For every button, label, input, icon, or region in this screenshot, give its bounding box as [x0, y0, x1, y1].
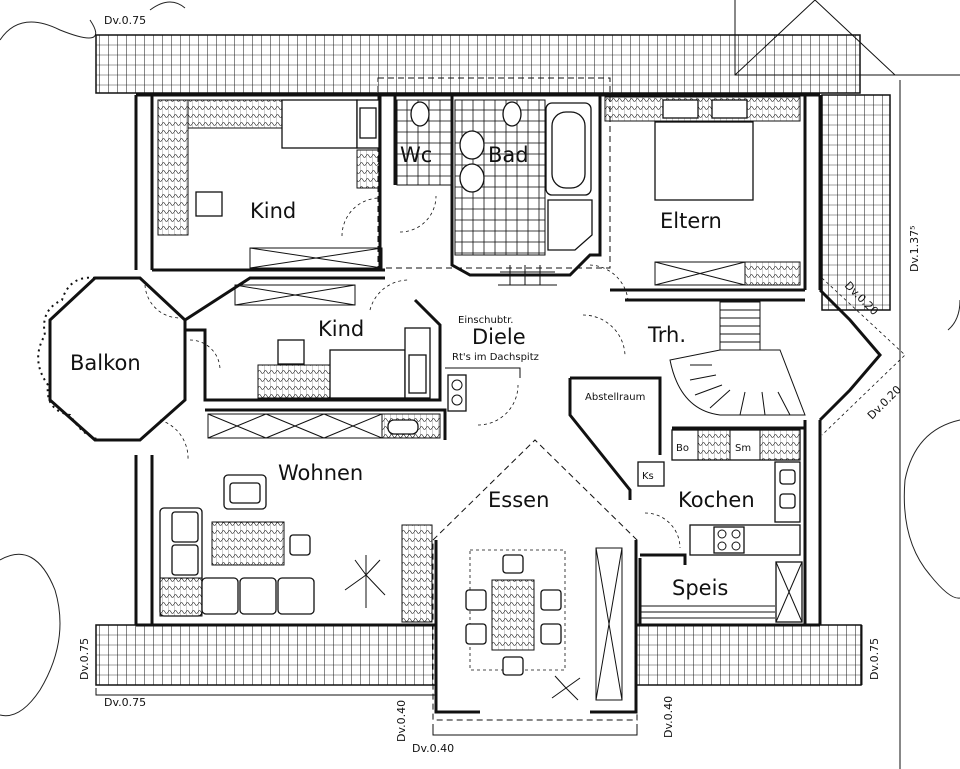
dim-right-vert: Dv.0.75: [868, 638, 881, 680]
door-swings: [144, 195, 681, 549]
label-abstellraum: Abstellraum: [585, 392, 645, 403]
dim-right-b: Dv.0.20: [865, 383, 904, 422]
dim-right-c: Dv.1.37⁵: [908, 225, 921, 272]
label-kind-mid: Kind: [318, 317, 364, 341]
dim-top: Dv.0.75: [104, 14, 146, 27]
essen-furniture: [465, 547, 623, 701]
label-kind-top: Kind: [250, 199, 296, 223]
roof-eaves: [95, 0, 960, 769]
kind-mid-furniture: [234, 284, 431, 399]
tree-outlines: [0, 1, 960, 717]
storage-cabinets: [207, 374, 467, 439]
wohnen-furniture: [159, 474, 433, 623]
eltern-furniture: [604, 96, 801, 286]
balkon-area: [37, 276, 187, 442]
label-dachspitz: Rt's im Dachspitz: [452, 352, 539, 363]
bathroom-fixtures: [396, 99, 593, 286]
label-speis: Speis: [672, 576, 728, 600]
right-bay: [818, 277, 906, 436]
dimension-lines: [95, 625, 863, 736]
label-wc: Wc: [400, 143, 432, 167]
dim-left-vert: Dv.0.75: [78, 638, 91, 680]
dim-vert-center-right: Dv.0.40: [662, 696, 675, 738]
kind-top-furniture: [157, 99, 383, 269]
interior-walls: [152, 95, 805, 625]
essen-gable: [432, 439, 638, 721]
bath-outline: [377, 77, 611, 269]
label-sm: Sm: [735, 443, 751, 454]
label-bo: Bo: [676, 443, 689, 454]
label-essen: Essen: [488, 488, 549, 512]
dim-bottom-left: Dv.0.75: [104, 696, 146, 709]
outer-walls: [134, 93, 822, 627]
label-einschub: Einschubtr.: [458, 315, 513, 326]
label-balkon: Balkon: [70, 351, 141, 375]
label-trh: Trh.: [647, 323, 686, 347]
room-labels: Kind Kind Wc Bad Eltern Einschubtr. Diel…: [70, 143, 755, 600]
kochen-furniture: [637, 429, 803, 623]
label-kochen: Kochen: [678, 488, 755, 512]
label-eltern: Eltern: [660, 209, 722, 233]
label-ks: Ks: [642, 471, 654, 482]
label-wohnen: Wohnen: [278, 461, 363, 485]
dim-vert-center-left: Dv.0.40: [395, 700, 408, 742]
dim-bottom-center: Dv.0.40: [412, 742, 454, 755]
label-diele: Diele: [472, 325, 526, 349]
label-bad: Bad: [488, 143, 529, 167]
staircase: [669, 301, 806, 416]
